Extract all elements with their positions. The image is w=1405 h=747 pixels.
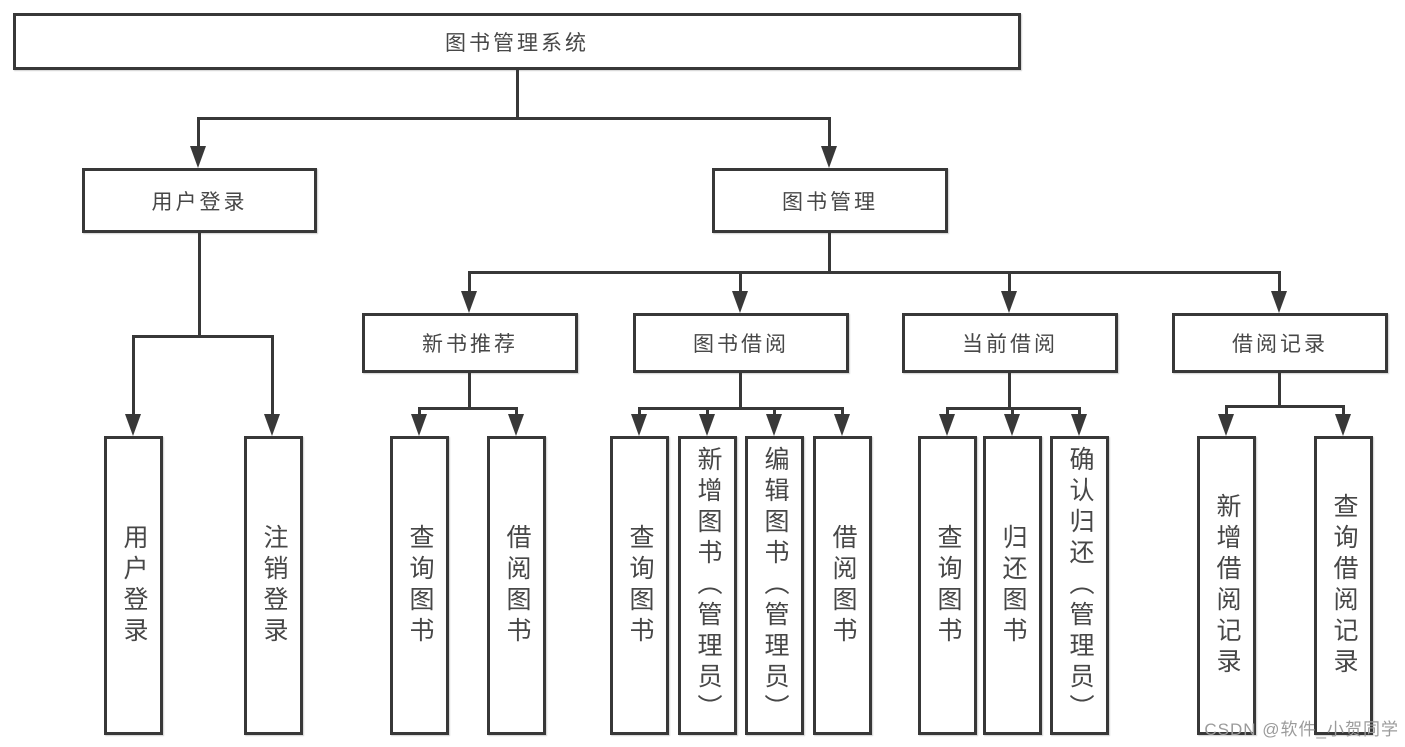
connector-current-drop-3 — [1078, 407, 1081, 417]
leaf-label: 新增图书（管理员） — [694, 446, 722, 725]
connector-newbooks-hbar — [418, 407, 518, 410]
leaf-label: 查询图书 — [406, 523, 434, 648]
csdn-watermark: CSDN @软件_小贺同学 — [1204, 720, 1399, 739]
node-new-book-recommend: 新书推荐 — [362, 313, 578, 373]
leaf-query-books-borrow: 查询图书 — [610, 436, 669, 735]
connector-bookmgmt-drop-3 — [1008, 271, 1011, 291]
connector-current-stem — [1008, 373, 1011, 407]
connector-bookborrow-hbar — [638, 407, 843, 410]
leaf-label: 查询借阅记录 — [1330, 492, 1358, 679]
leaf-logout: 注销登录 — [244, 436, 303, 735]
arrow-to-leaf-query-borrow — [631, 414, 647, 436]
leaf-borrow-books-recommend: 借阅图书 — [487, 436, 546, 735]
node-root: 图书管理系统 — [13, 13, 1021, 70]
arrow-to-leaf-user-login — [125, 414, 141, 436]
connector-bookborrow-drop-3 — [773, 407, 776, 417]
connector-bookmgmt-stem — [828, 233, 831, 271]
leaf-label: 借阅图书 — [829, 523, 857, 648]
connector-root-drop-left — [197, 117, 200, 147]
leaf-query-borrow-record: 查询借阅记录 — [1314, 436, 1373, 735]
arrow-to-leaf-logout — [264, 414, 280, 436]
leaf-add-book-admin: 新增图书（管理员） — [678, 436, 737, 735]
leaf-label: 新增借阅记录 — [1213, 492, 1241, 679]
arrow-to-leaf-add-book — [699, 414, 715, 436]
node-user-login: 用户登录 — [82, 168, 317, 233]
connector-newbooks-drop-2 — [515, 407, 518, 417]
connector-bookborrow-stem — [739, 373, 742, 407]
connector-current-drop-1 — [946, 407, 949, 417]
connector-bookmgmt-drop-2 — [739, 271, 742, 291]
leaf-user-login: 用户登录 — [104, 436, 163, 735]
connector-userlogin-drop-1 — [132, 335, 135, 415]
leaf-return-book: 归还图书 — [983, 436, 1042, 735]
connector-root-hbar — [197, 117, 830, 120]
leaf-label: 编辑图书（管理员） — [761, 446, 789, 725]
arrow-to-leaf-edit-book — [766, 414, 782, 436]
node-book-management: 图书管理 — [712, 168, 948, 233]
leaf-query-books-current: 查询图书 — [918, 436, 977, 735]
arrow-to-user-login — [190, 146, 206, 168]
connector-records-drop-1 — [1225, 405, 1228, 417]
connector-records-stem — [1278, 373, 1281, 405]
arrow-to-leaf-borrow-book — [834, 414, 850, 436]
leaf-edit-book-admin: 编辑图书（管理员） — [745, 436, 804, 735]
arrow-to-book-borrow — [732, 291, 748, 313]
connector-records-hbar — [1225, 405, 1345, 408]
connector-bookmgmt-drop-1 — [468, 271, 471, 291]
arrow-to-book-management — [821, 146, 837, 168]
arrow-to-leaf-add-record — [1218, 414, 1234, 436]
leaf-borrow-book: 借阅图书 — [813, 436, 872, 735]
leaf-label: 注销登录 — [260, 523, 288, 648]
arrow-to-leaf-confirm-return — [1071, 414, 1087, 436]
arrow-to-borrow-records — [1271, 291, 1287, 313]
connector-userlogin-stem — [198, 233, 201, 335]
leaf-label: 借阅图书 — [503, 523, 531, 648]
arrow-to-current-borrow — [1001, 291, 1017, 313]
arrow-to-leaf-query-recommend — [411, 414, 427, 436]
connector-records-drop-2 — [1342, 405, 1345, 417]
arrow-to-leaf-borrow-recommend — [508, 414, 524, 436]
connector-root-stem — [516, 70, 519, 118]
leaf-label: 查询图书 — [934, 523, 962, 648]
connector-bookborrow-drop-1 — [638, 407, 641, 417]
connector-newbooks-stem — [468, 373, 471, 407]
connector-newbooks-drop-1 — [418, 407, 421, 417]
connector-userlogin-hbar — [132, 335, 274, 338]
connector-root-drop-right — [828, 117, 831, 147]
arrow-to-leaf-query-current — [939, 414, 955, 436]
connector-bookborrow-drop-4 — [841, 407, 844, 417]
leaf-label: 用户登录 — [120, 523, 148, 648]
connector-bookborrow-drop-2 — [706, 407, 709, 417]
arrow-to-leaf-query-record — [1335, 414, 1351, 436]
leaf-confirm-return-admin: 确认归还（管理员） — [1050, 436, 1109, 735]
leaf-label: 归还图书 — [999, 523, 1027, 648]
connector-bookmgmt-hbar — [469, 271, 1281, 274]
leaf-query-books-recommend: 查询图书 — [390, 436, 449, 735]
leaf-label: 查询图书 — [626, 523, 654, 648]
connector-userlogin-drop-2 — [271, 335, 274, 415]
node-borrow-records: 借阅记录 — [1172, 313, 1388, 373]
node-current-borrow: 当前借阅 — [902, 313, 1118, 373]
arrow-to-new-book-recommend — [461, 291, 477, 313]
connector-current-drop-2 — [1011, 407, 1014, 417]
leaf-label: 确认归还（管理员） — [1066, 446, 1094, 725]
node-book-borrow: 图书借阅 — [633, 313, 849, 373]
leaf-add-borrow-record: 新增借阅记录 — [1197, 436, 1256, 735]
arrow-to-leaf-return-book — [1004, 414, 1020, 436]
connector-bookmgmt-drop-4 — [1278, 271, 1281, 291]
